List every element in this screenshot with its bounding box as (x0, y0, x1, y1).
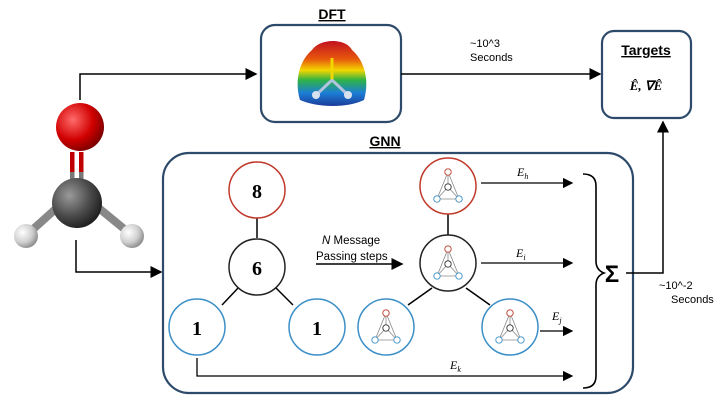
gnn-to-targets-arrow (626, 120, 669, 274)
molecule-to-gnn-arrow (75, 240, 163, 278)
dft-time-value: ~10^3 (470, 38, 500, 50)
sum-symbol: Σ (605, 261, 619, 288)
oxygen-node-label: 8 (252, 181, 262, 203)
summation-brace (582, 173, 607, 389)
hydrogen-left-node-label: 1 (192, 318, 202, 340)
updated-node-h (419, 157, 477, 215)
updated-node-k (357, 298, 415, 356)
targets-title: Targets (621, 42, 671, 58)
dft-time-unit: Seconds (470, 52, 513, 64)
energy-arrows (196, 177, 574, 382)
targets-formula: Ê, ∇Ê (629, 78, 663, 93)
hydrogen-right-node (288, 298, 346, 356)
updated-node-j (481, 298, 539, 356)
gnn-title: GNN (369, 133, 400, 149)
hydrogen-right-node-label: 1 (312, 318, 322, 340)
energy-label-i: Ei (515, 246, 526, 262)
energy-label-k: Ek (449, 358, 461, 374)
energy-label-h: Eh (516, 165, 528, 181)
oxygen-node (228, 161, 286, 219)
targets-box (600, 29, 693, 120)
dft-title: DFT (318, 6, 346, 22)
molecule-to-dft-arrow (79, 68, 258, 100)
gnn-time-unit: Seconds (671, 294, 714, 306)
message-passing-label-line1: N Message (322, 235, 380, 247)
hydrogen-left-node (168, 298, 226, 356)
carbon-node-label: 6 (252, 258, 262, 280)
energy-label-j: Ej (551, 309, 562, 325)
carbon-node (228, 238, 286, 296)
formaldehyde-molecule (14, 103, 144, 248)
message-passing-label-line2: Passing steps (316, 251, 388, 263)
electrostatic-potential-surface (297, 41, 367, 106)
updated-node-i (419, 234, 477, 292)
updated-graph-edges (407, 214, 491, 306)
gnn-time-value: ~10^-2 (659, 280, 693, 292)
graph-edges (221, 218, 294, 306)
